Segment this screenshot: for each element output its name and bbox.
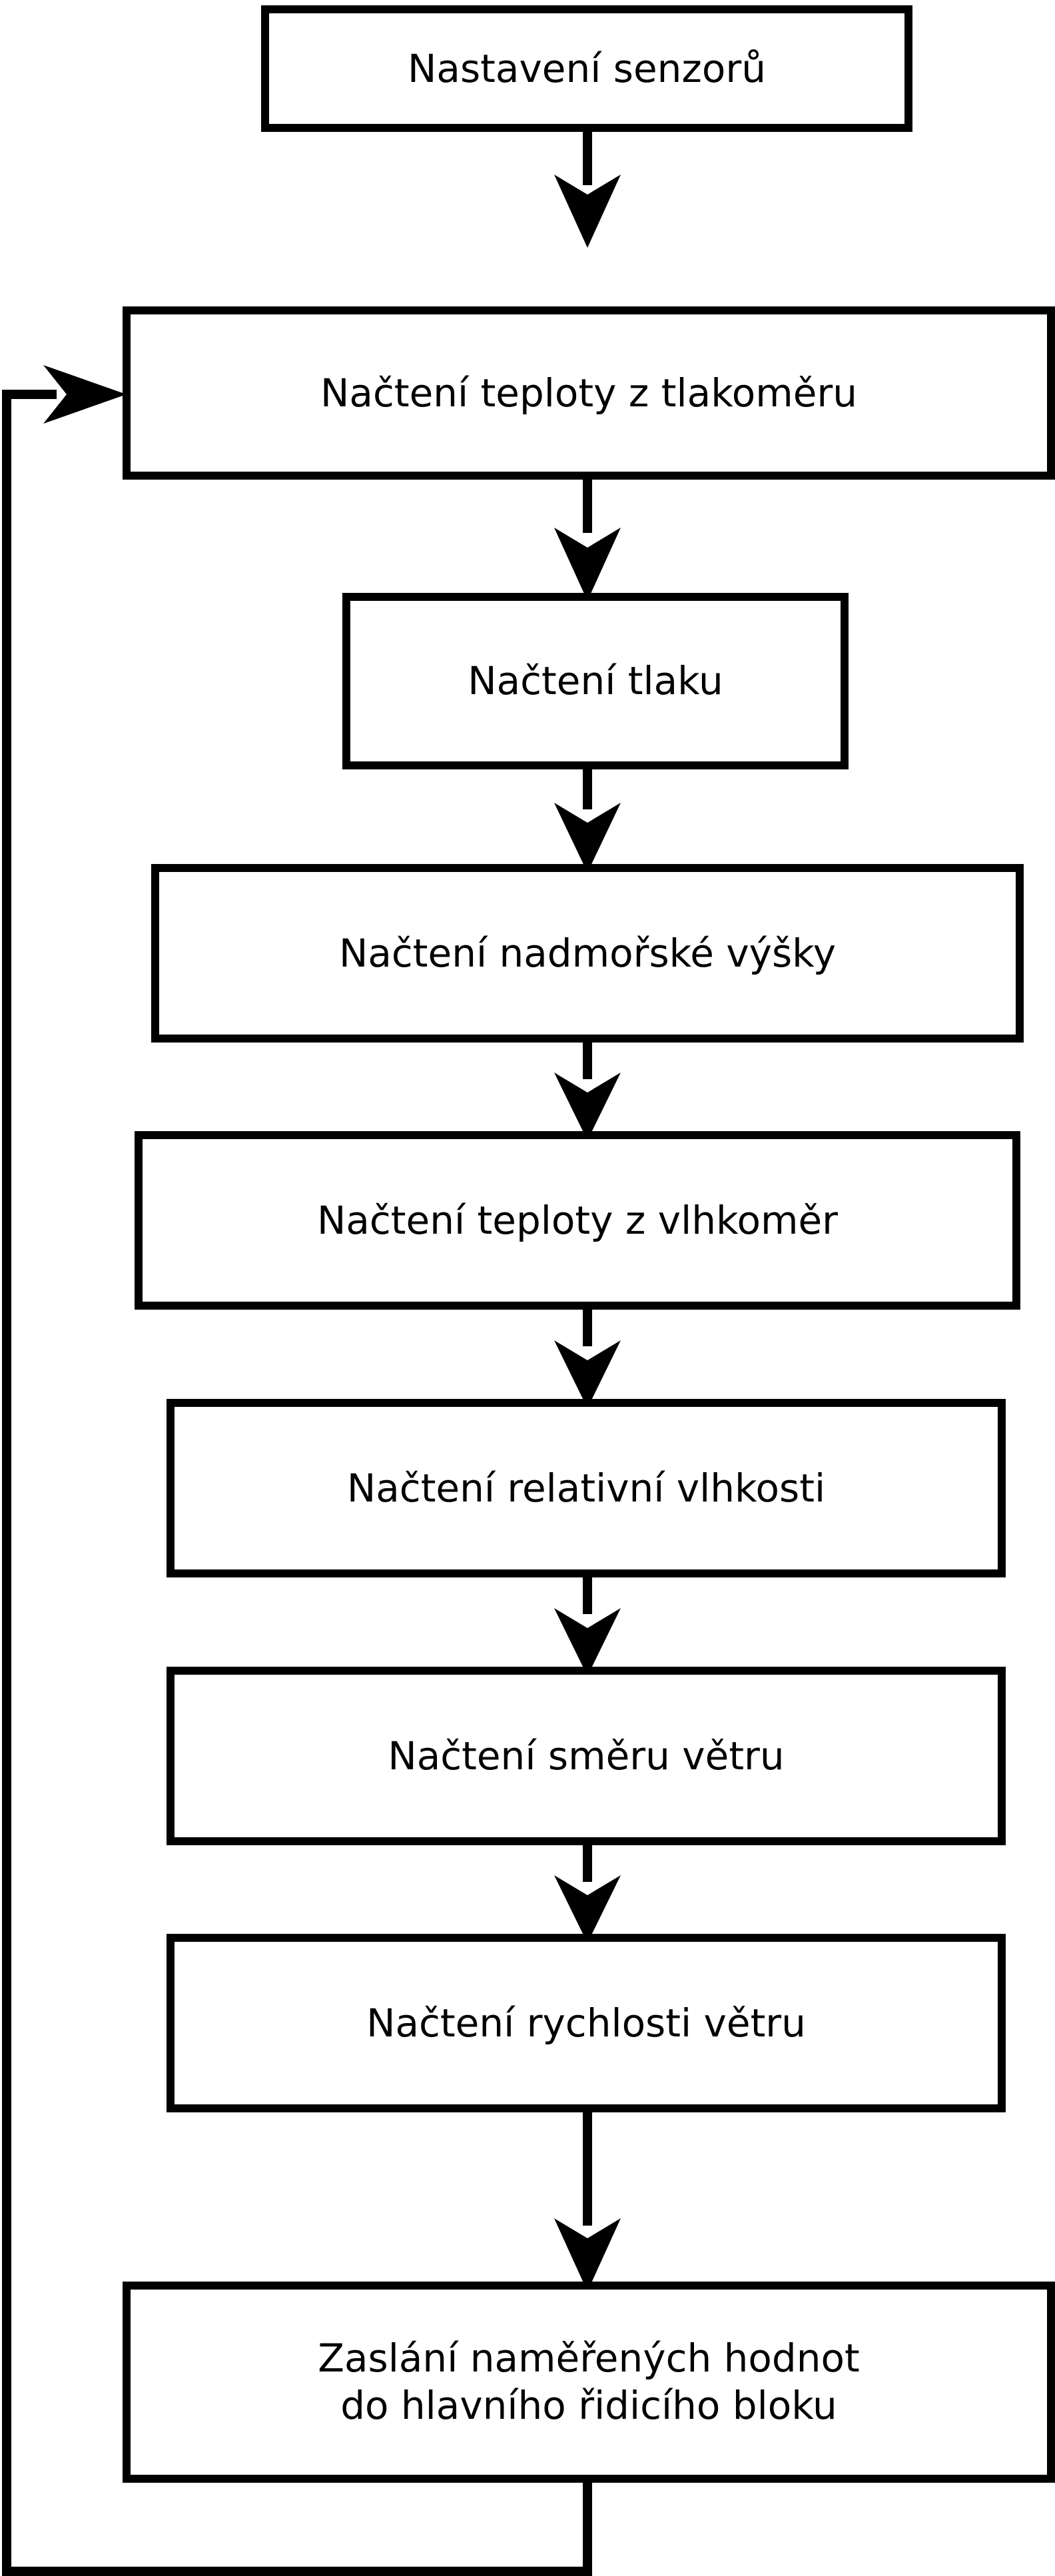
edge-n6-n7 [554, 1577, 621, 1676]
edge-n8-n9 [554, 2112, 621, 2292]
edge-n9-n2-feedback [2, 365, 592, 2576]
node-label: Načtení nadmořské výšky [338, 930, 837, 976]
node-label: Načtení směru větru [388, 1733, 785, 1779]
edge-n4-n5 [554, 1043, 621, 1140]
edge-n3-n4 [554, 769, 621, 873]
node-nacteni-teploty-z-tlakomeru[interactable]: Načtení teploty z tlakoměru [123, 306, 1055, 480]
node-label: Načtení rychlosti větru [366, 2000, 806, 2046]
node-nacteni-rychlosti-vetru[interactable]: Načtení rychlosti větru [167, 1934, 1006, 2112]
node-nacteni-teploty-z-vlhkomer[interactable]: Načtení teploty z vlhkoměr [135, 1131, 1020, 1310]
edge-n7-n8 [554, 1845, 621, 1943]
node-nacteni-tlaku[interactable]: Načtení tlaku [342, 593, 849, 769]
node-label: Načtení teploty z tlakoměru [320, 370, 857, 416]
node-nacteni-nadmorske-vysky[interactable]: Načtení nadmořské výšky [151, 864, 1024, 1043]
node-nacteni-smeru-vetru[interactable]: Načtení směru větru [167, 1667, 1006, 1845]
edge-n2-n3 [554, 480, 621, 601]
edge-n1-n2 [554, 132, 621, 248]
node-nastaveni-senzoru[interactable]: Nastavení senzorů [261, 5, 912, 132]
node-label: Načtení tlaku [468, 658, 723, 704]
node-label: Načtení teploty z vlhkoměr [316, 1197, 838, 1243]
node-label: Načtení relativní vlhkosti [346, 1465, 826, 1511]
node-label: Nastavení senzorů [408, 45, 766, 91]
node-nacteni-relativni-vlhkosti[interactable]: Načtení relativní vlhkosti [167, 1399, 1006, 1577]
node-zaslani-namerenych-hodnot[interactable]: Zaslání naměřených hodnot do hlavního ři… [123, 2282, 1055, 2483]
connector-group [2, 132, 621, 2576]
node-label: Zaslání naměřených hodnot do hlavního ři… [318, 2336, 860, 2428]
edge-n5-n6 [554, 1310, 621, 1408]
